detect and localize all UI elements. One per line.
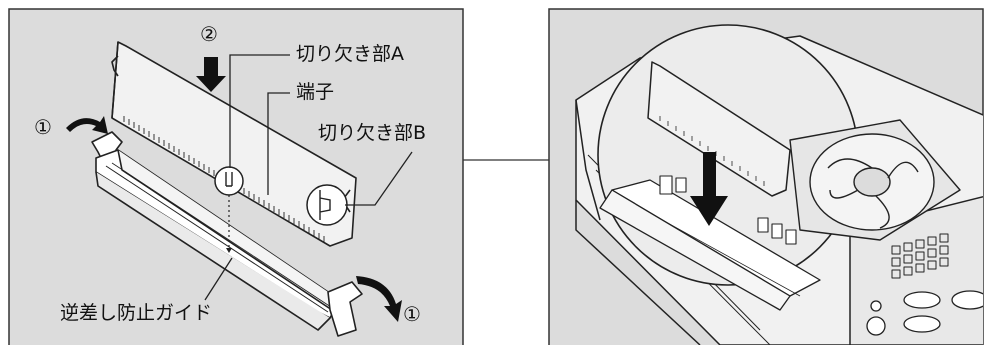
- board-components: [659, 175, 797, 245]
- anti-reverse-guide-label: 逆差し防止ガイド: [60, 302, 213, 324]
- memory-slot-icon: [91, 131, 363, 337]
- leader-lines: [204, 54, 413, 301]
- step-1-left-number: ①: [34, 115, 52, 139]
- fan-icon: [789, 119, 961, 241]
- memory-module-icon: [647, 61, 791, 197]
- notch-a-label: 切り欠き部A: [296, 43, 404, 65]
- arrow-icon: [690, 152, 728, 226]
- step-1-right-number: ①: [403, 302, 421, 326]
- arrow-icon: [196, 57, 226, 92]
- terminal-label: 端子: [296, 81, 335, 103]
- notch-b-highlight: [306, 184, 348, 226]
- step-2-number: ②: [200, 22, 218, 46]
- memory-module-icon: [111, 41, 357, 247]
- memory-slot-icon: [599, 179, 821, 311]
- arrow-icon: [66, 116, 108, 134]
- notch-a-highlight: [214, 166, 244, 196]
- notch-b-label: 切り欠き部B: [318, 122, 427, 144]
- arrow-icon: [356, 276, 402, 322]
